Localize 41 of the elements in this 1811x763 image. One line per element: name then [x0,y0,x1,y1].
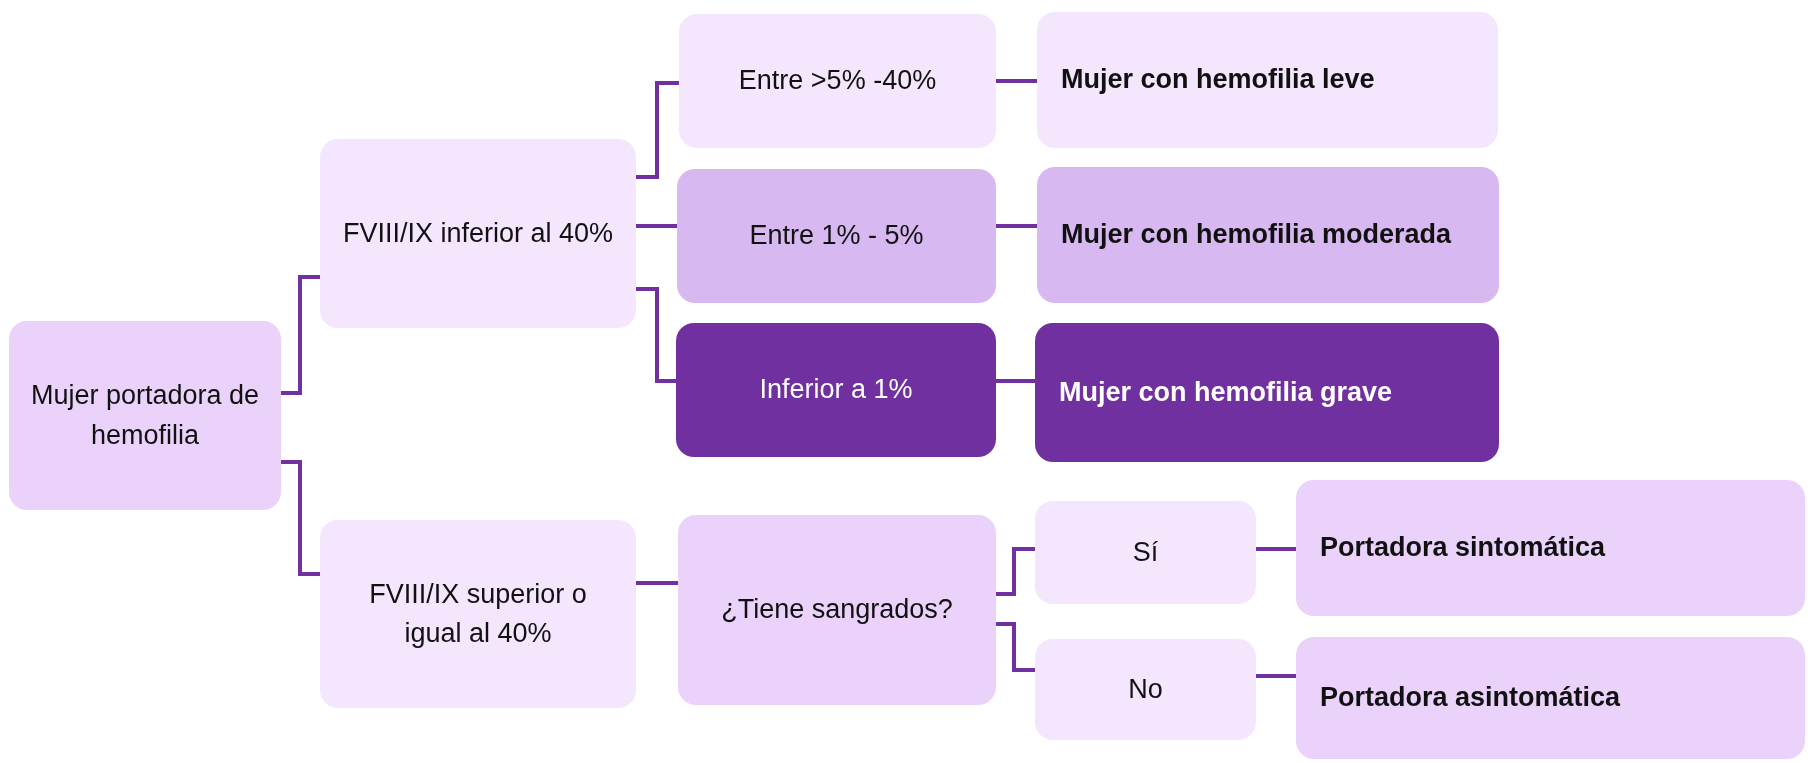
step-box [320,520,636,708]
step-box [678,515,996,705]
step-box [1035,639,1256,740]
step-box [679,14,996,148]
box-label: No [1128,672,1163,706]
result-box [1037,12,1498,148]
connector-line [636,287,676,383]
box-label: Entre 1% - 5% [749,219,924,253]
connector-line [996,379,1035,383]
box-label: FVIII/IX inferior al 40% [342,216,614,250]
result-box [1037,167,1499,303]
box-label: Portadora asintomática [1320,681,1621,715]
box-label: Sí [1132,535,1159,569]
connector-line [636,224,677,228]
connector-line [996,224,1037,228]
box-label: Mujer con hemofilia moderada [1061,218,1452,252]
step-box [677,169,996,303]
connector-line [281,275,320,395]
box-label: Mujer portadora de hemofilia [29,379,261,452]
step-box [9,321,281,510]
connector-line [996,547,1035,596]
step-box [1035,501,1256,604]
connector-line [636,581,678,585]
box-label: ¿Tiene sangrados? [721,593,953,627]
box-label: Entre >5% -40% [738,64,937,98]
connector-line [996,622,1035,672]
box-label: Inferior a 1% [759,373,913,407]
step-box [320,139,636,328]
box-label: Mujer con hemofilia leve [1061,63,1375,97]
result-box [1296,480,1805,616]
box-label: Mujer con hemofilia grave [1059,375,1393,409]
connector-line [1256,547,1296,551]
connector-line [281,460,320,576]
box-label: FVIII/IX superior o igual al 40% [368,577,588,650]
connector-line [996,79,1037,83]
box-label: Portadora sintomática [1320,531,1606,565]
connector-line [1256,674,1296,678]
connector-line [636,81,679,179]
result-box [1035,323,1499,462]
result-box [1296,637,1805,759]
step-box [676,323,996,457]
